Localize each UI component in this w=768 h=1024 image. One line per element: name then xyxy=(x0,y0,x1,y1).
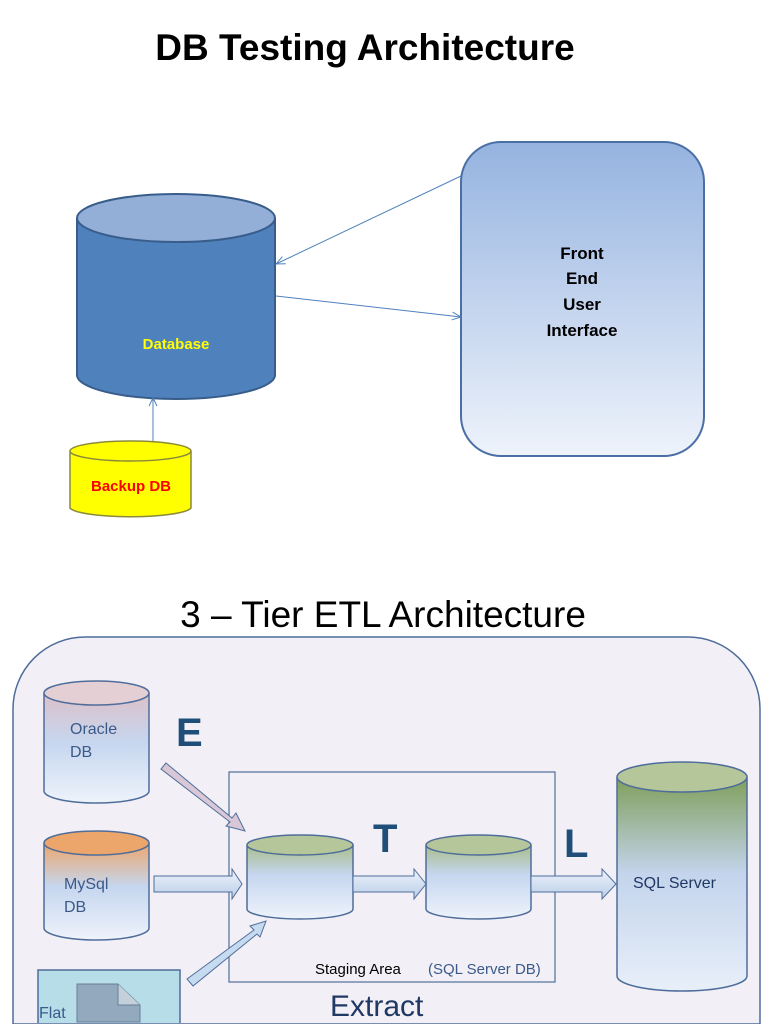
frontend-line: Interface xyxy=(547,321,618,340)
flat-file-box: Flat xyxy=(37,969,181,1023)
etl-title: 3 – Tier ETL Architecture xyxy=(180,594,586,635)
frontend-line: Front xyxy=(560,244,604,263)
transform-arrow xyxy=(352,867,427,901)
oracle-db-cylinder: Oracle DB xyxy=(43,680,150,804)
load-arrow xyxy=(530,867,617,901)
staging-sub-label: (SQL Server DB) xyxy=(428,961,541,978)
mysql-label: DB xyxy=(64,899,86,916)
oracle-label: DB xyxy=(70,744,92,761)
frontend-box: Front End User Interface xyxy=(460,141,705,457)
database-label: Database xyxy=(143,336,210,353)
page-title: DB Testing Architecture xyxy=(155,27,574,68)
staging-cylinder-1 xyxy=(246,834,354,920)
frontend-line: User xyxy=(563,295,601,314)
extract-caption: Extract xyxy=(330,990,424,1023)
extract-letter: E xyxy=(176,711,203,755)
mysql-to-staging-arrow xyxy=(153,867,243,901)
backup-db-cylinder: Backup DB xyxy=(69,440,192,518)
backup-db-label: Backup DB xyxy=(91,478,171,495)
flatfile-to-staging-arrow xyxy=(186,920,267,987)
frontend-to-db-arrow xyxy=(276,175,462,264)
database-cylinder: Database xyxy=(76,193,276,400)
flat-label: Flat xyxy=(39,1005,66,1022)
load-letter: L xyxy=(564,822,588,866)
sql-server-cylinder: SQL Server xyxy=(616,761,748,992)
mysql-label: MySql xyxy=(64,876,108,893)
mysql-db-cylinder: MySql DB xyxy=(43,830,150,941)
etl-container xyxy=(12,636,761,1024)
db-to-frontend-arrow xyxy=(275,295,461,317)
oracle-to-staging-arrow xyxy=(160,762,246,832)
oracle-label: Oracle xyxy=(70,721,117,738)
sql-server-label: SQL Server xyxy=(633,875,717,892)
frontend-line: End xyxy=(566,269,598,288)
staging-cylinder-2 xyxy=(425,834,532,920)
transform-letter: T xyxy=(373,817,397,861)
staging-label: Staging Area xyxy=(315,961,402,978)
